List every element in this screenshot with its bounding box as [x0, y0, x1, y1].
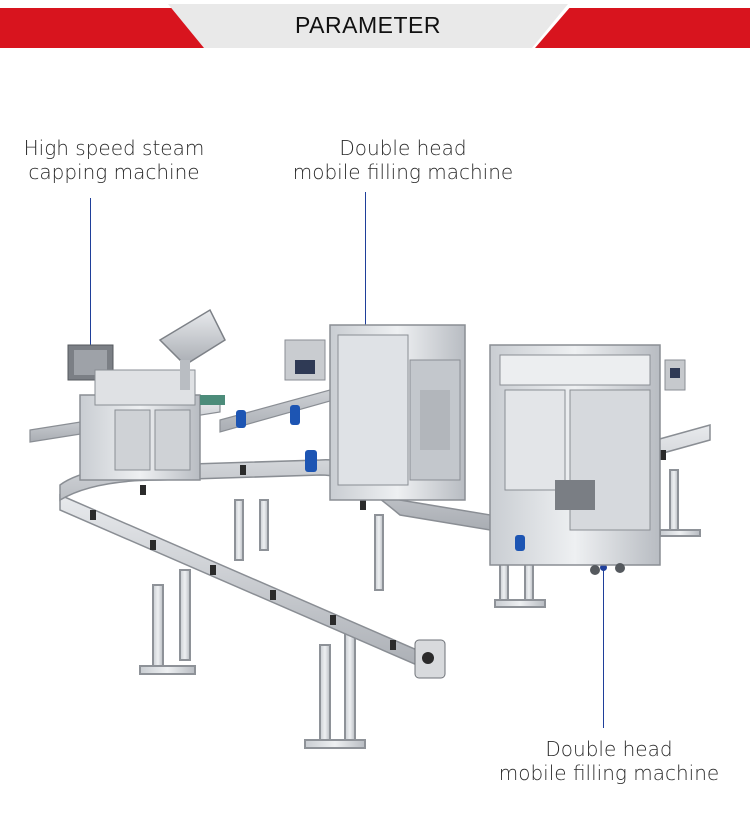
filling-machine-top-label-line2: mobile filling machine [292, 160, 514, 184]
page-title: PARAMETER [295, 12, 441, 38]
production-line-illustration [29, 308, 711, 749]
capping-leader-line [90, 198, 91, 358]
filling-machine-top [236, 324, 466, 501]
filling-bottom-leader-dot [600, 564, 607, 571]
conveyor-legs [139, 469, 701, 749]
filling-machine-right [489, 344, 686, 575]
capping-machine [67, 308, 226, 481]
banner-plate [168, 4, 568, 48]
filling-machine-top-label: Double head mobile filling machine [272, 136, 534, 184]
capping-machine-label: High speed steam capping machine [8, 136, 220, 184]
capping-machine-label-line2: capping machine [28, 160, 200, 184]
banner-band-right [535, 8, 750, 48]
filling-machine-bottom-label: Double head mobile filling machine [478, 737, 740, 785]
banner-band-left [0, 8, 205, 48]
capping-machine-label-line1: High speed steam [23, 136, 205, 160]
filling-bottom-leader-line [603, 568, 604, 728]
filling-machine-top-label-line1: Double head [339, 136, 467, 160]
filling-top-leader-line [365, 192, 366, 352]
filling-machine-bottom-label-line2: mobile filling machine [498, 761, 720, 785]
filling-machine-bottom-label-line1: Double head [545, 737, 673, 761]
